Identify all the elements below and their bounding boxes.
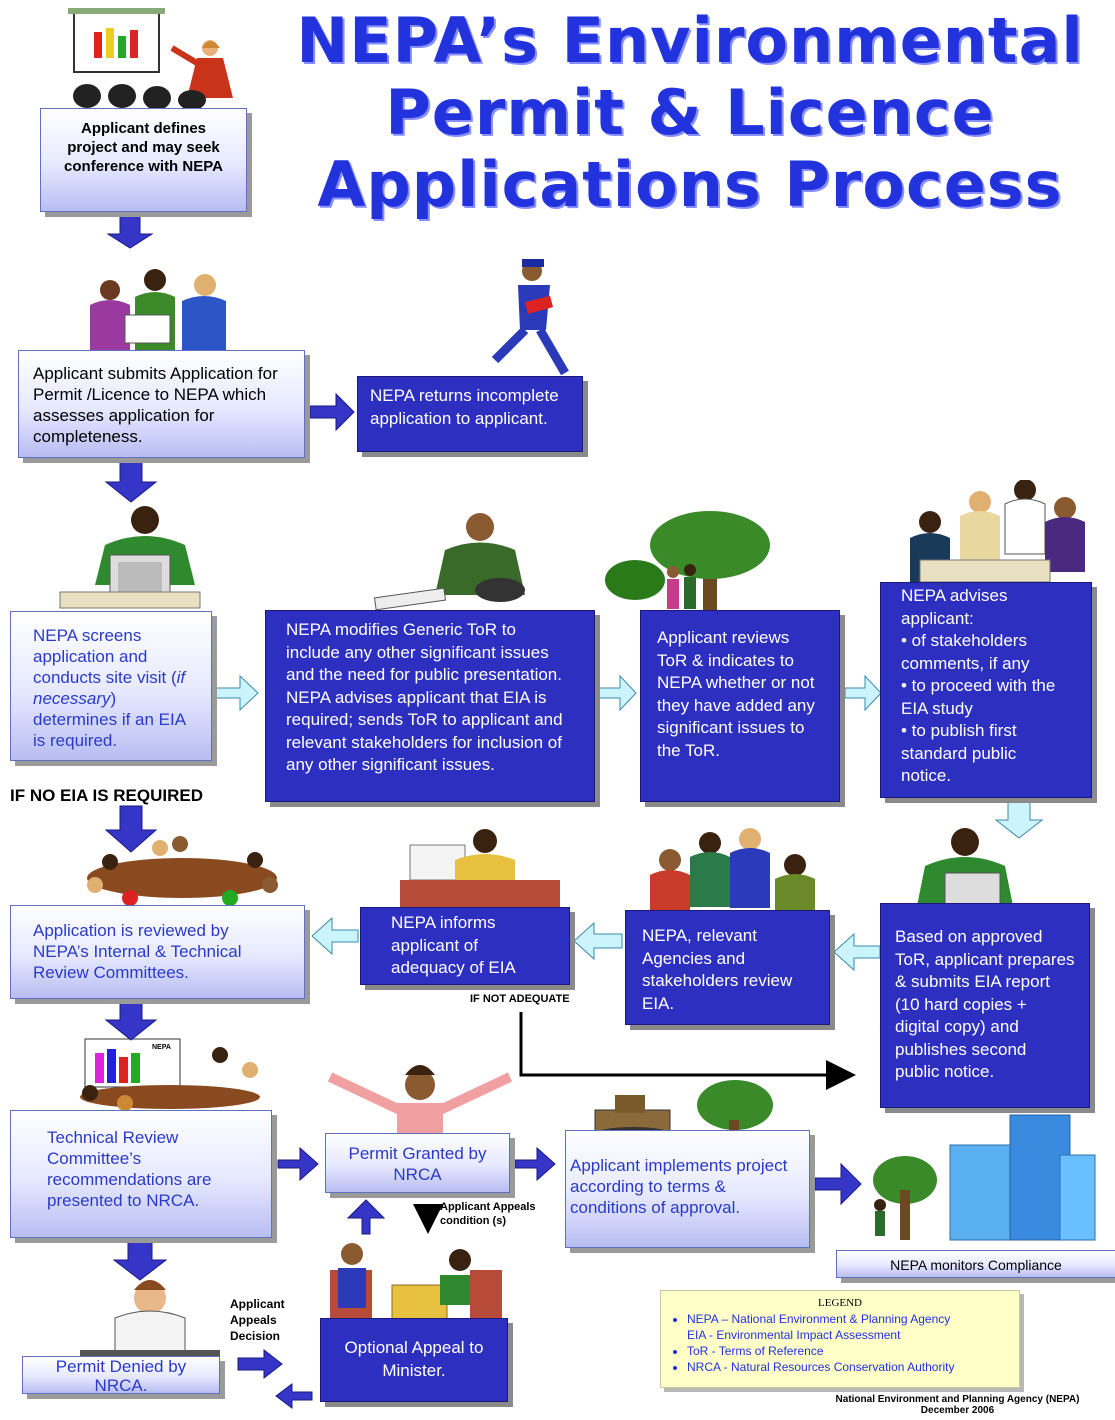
box-applicant-defines: Applicant defines project and may seek c… xyxy=(40,108,247,212)
arrow-modifies-to-reviewstor xyxy=(597,674,637,712)
screens-italic: if necessary xyxy=(33,668,186,708)
arrow-prepares-to-agencies xyxy=(833,932,881,972)
legend-title: LEGEND xyxy=(818,1297,862,1309)
arrow-informs-to-reviewed xyxy=(311,916,359,956)
label-appeals-decision: Applicant Appeals Decision xyxy=(230,1297,285,1343)
footer: National Environment and Planning Agency… xyxy=(800,1394,1115,1416)
box-agencies-review: NEPA, relevant Agencies and stakeholders… xyxy=(625,910,830,1025)
arrow-reviewstor-to-advises xyxy=(844,674,882,712)
handshake-clipart xyxy=(90,269,226,350)
arrow-noeia-to-reviewed xyxy=(104,805,158,853)
title-line-3: Applications Process xyxy=(317,148,1063,221)
box-nepa-modifies: NEPA modifies Generic ToR to include any… xyxy=(265,610,595,802)
arrow-denied-to-appeal xyxy=(237,1348,283,1380)
tree-people-clipart xyxy=(605,511,770,620)
box-applicant-implements: Applicant implements project according t… xyxy=(565,1130,810,1248)
box-permit-denied: Permit Denied by NRCA. xyxy=(22,1356,220,1395)
phone-worker-clipart xyxy=(373,513,525,610)
arrow-appeal-to-granted xyxy=(346,1199,386,1235)
box-permit-granted: Permit Granted by NRCA xyxy=(325,1133,510,1193)
advises-item-2: • to proceed with the EIA study xyxy=(901,676,1056,718)
arrow-define-to-submit xyxy=(106,211,154,249)
committee-table-clipart xyxy=(87,836,278,905)
label-not-adequate: IF NOT ADEQUATE xyxy=(470,993,570,1005)
box-optional-appeal: Optional Appeal to Minister. xyxy=(320,1318,508,1402)
arrow-submit-to-screens xyxy=(104,459,158,503)
box-technical-review: Technical Review Committee’s recommendat… xyxy=(10,1110,272,1238)
box-application-reviewed: Application is reviewed by NEPA’s Intern… xyxy=(10,905,305,999)
label-no-eia: IF NO EIA IS REQUIRED xyxy=(10,786,204,805)
arrow-implements-to-monitors xyxy=(814,1162,862,1206)
building-compliance-clipart xyxy=(873,1114,1096,1241)
arrow-technical-to-granted xyxy=(277,1146,319,1182)
advises-intro: NEPA advises applicant: xyxy=(901,586,1008,628)
title-line-2: Permit & Licence xyxy=(385,76,995,149)
presenter-clipart xyxy=(68,8,233,108)
legend-item-tor: ToR - Terms of Reference xyxy=(687,1344,1009,1358)
box-nepa-returns: NEPA returns incomplete application to a… xyxy=(357,376,583,452)
footer-agency: National Environment and Planning Agency… xyxy=(835,1394,1080,1405)
desk-worker-clipart-1 xyxy=(59,506,201,609)
arrow-appeal-to-denied xyxy=(275,1383,313,1409)
arrow-screens-to-modifies xyxy=(215,674,259,712)
arrow-technical-to-denied xyxy=(112,1239,168,1281)
meeting-group-clipart xyxy=(910,480,1085,583)
box-nepa-advises: NEPA advises applicant: • of stakeholder… xyxy=(880,582,1092,798)
box-nepa-informs: NEPA informs applicant of adequacy of EI… xyxy=(360,907,570,985)
arrow-granted-to-implements xyxy=(514,1146,556,1182)
desk-worker-clipart-3 xyxy=(917,828,1013,908)
celebrating-person-clipart xyxy=(327,1065,513,1135)
page-title: NEPA’s Environmental Permit & Licence Ap… xyxy=(290,5,1090,221)
legend-item-eia: EIA - Environmental Impact Assessment xyxy=(687,1328,901,1342)
running-courier-clipart xyxy=(491,259,569,376)
advises-item-3: • to publish first standard public notic… xyxy=(901,721,1017,785)
box-nepa-screens: NEPA screens application and conducts si… xyxy=(10,611,212,761)
box-applicant-prepares: Based on approved ToR, applicant prepare… xyxy=(880,903,1090,1108)
box-applicant-reviews-tor: Applicant reviews ToR & indicates to NEP… xyxy=(640,610,840,802)
legend-list: NEPA – National Environment & Planning A… xyxy=(671,1312,1009,1374)
legend-item-nrca: NRCA - Natural Resources Conservation Au… xyxy=(687,1360,1009,1374)
box-applicant-submits: Applicant submits Application for Permit… xyxy=(18,350,305,458)
arrow-advises-to-prepares xyxy=(994,799,1044,839)
footer-date: December 2006 xyxy=(920,1405,995,1416)
arrow-submit-to-returns xyxy=(309,392,355,432)
legend-item-nepa: NEPA – National Environment & Planning A… xyxy=(687,1312,1009,1326)
arrow-agencies-to-informs xyxy=(573,921,623,961)
title-line-1: NEPA’s Environmental xyxy=(296,4,1084,77)
not-adequate-connector xyxy=(519,1012,856,1090)
legend: LEGEND NEPA – National Environment & Pla… xyxy=(660,1290,1020,1388)
label-appeals-condition: Applicant Appeals condition (s) xyxy=(440,1201,536,1227)
box-nepa-monitors: NEPA monitors Compliance xyxy=(836,1250,1115,1278)
advises-item-1: • of stakeholders comments, if any xyxy=(901,631,1030,673)
distressed-person-clipart xyxy=(80,1280,220,1360)
screens-text-1: NEPA screens application and conducts si… xyxy=(33,626,177,687)
screens-text-2: ) determines if an EIA is required. xyxy=(33,689,186,750)
review-team-clipart xyxy=(650,828,815,917)
desk-worker-clipart-2 xyxy=(400,829,560,910)
arrow-reviewed-to-technical xyxy=(104,999,158,1041)
chart-nepa-label: NEPA xyxy=(152,1044,171,1051)
